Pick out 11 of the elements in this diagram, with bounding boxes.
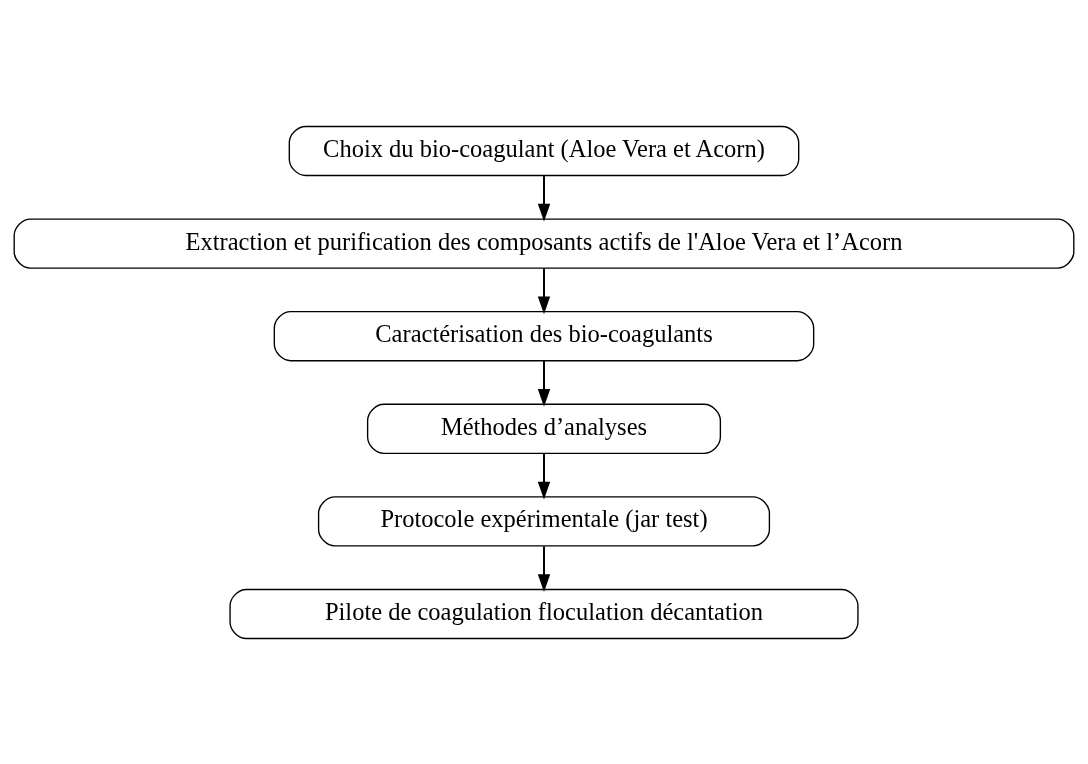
arrow: [537, 453, 551, 499]
node-box: Choix du bio-coagulant (Aloe Vera et Acorn): [288, 125, 800, 176]
node-box: Pilote de coagulation floculation décantation: [229, 588, 859, 639]
node-box: Méthodes d’analyses: [366, 403, 722, 454]
arrow: [537, 360, 551, 407]
node-box: Protocole expérimentale (jar test): [317, 495, 771, 547]
arrow: [537, 545, 551, 592]
node-box: Extraction et purification des composants actifs de l'Aloe Vera et l’Acorn: [13, 217, 1075, 269]
node-box: Caractérisation des bio-coagulants: [273, 310, 815, 361]
arrow: [537, 268, 551, 314]
arrow: [537, 175, 551, 222]
